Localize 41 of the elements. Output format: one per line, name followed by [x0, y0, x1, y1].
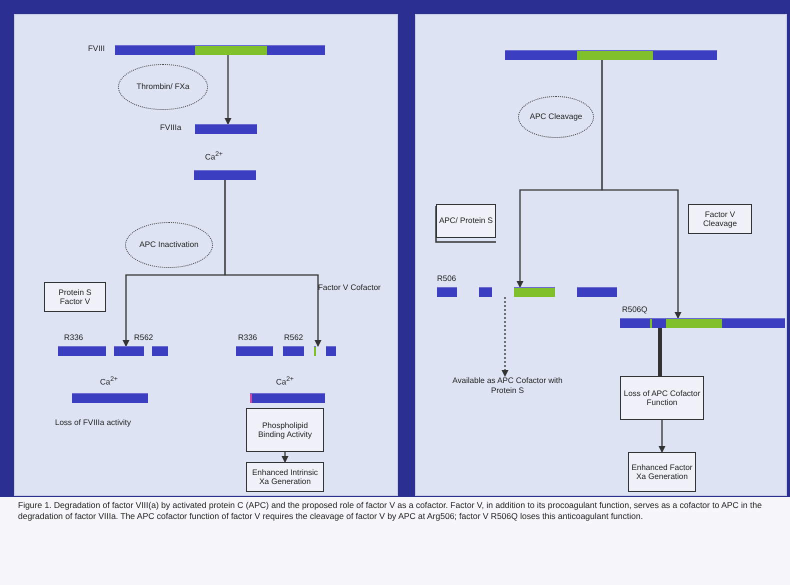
- protein-bar: [115, 45, 325, 55]
- arrow: [601, 60, 682, 319]
- outcome-box: APC/ Protein S: [436, 204, 496, 238]
- outcome-box: Enhanced Intrinsic Xa Generation: [246, 462, 324, 492]
- arrow: [502, 297, 508, 377]
- outcome-box: Factor V Cleavage: [688, 204, 752, 234]
- bar-label: R506Q: [622, 305, 648, 314]
- outcome-box: Phospholipid Binding Activity: [246, 408, 324, 452]
- protein-bar: [236, 346, 336, 356]
- protein-bar: [194, 170, 256, 180]
- outcome-box: Protein S Factor V: [44, 282, 106, 312]
- arrow: [224, 180, 322, 347]
- bar-label: FVIII: [88, 44, 105, 53]
- bar-label: R336: [64, 333, 84, 342]
- arrow: [282, 452, 288, 463]
- label: Factor V Cofactor: [318, 283, 381, 292]
- dotted-ellipse: APC Cleavage: [518, 96, 594, 138]
- bar-label: R336: [238, 333, 258, 342]
- outcome-box: Enhanced Factor Xa Generation: [628, 452, 696, 492]
- dotted-ellipse: APC Inactivation: [125, 222, 213, 268]
- protein-bar: [195, 124, 257, 134]
- label: Ca$^{2+}$: [205, 151, 223, 162]
- bar-label: R506: [437, 274, 456, 283]
- bar-label: R562: [134, 333, 154, 342]
- caption: Figure 1. Degradation of factor VIII(a) by activated protein C (APC) and the proposed role of factor V as a cofactor. Factor V, in addition to its procoagulant function, serves as a cofactor to APC in the degradation of factor VIIIa. The APC cofactor function of factor V requires the cleavage of factor V by APC at Arg506; factor V R506Q loses this anticoagulant function.: [18, 500, 763, 522]
- protein-bar: [505, 50, 717, 60]
- protein-bar: [72, 393, 148, 403]
- bar-label: FVIIIa: [160, 123, 182, 132]
- arrow: [224, 55, 232, 125]
- protein-bar: [250, 393, 325, 403]
- outcome-text: Available as APC Cofactor with Protein S: [440, 376, 575, 412]
- arrow: [658, 420, 666, 453]
- protein-bar: [58, 346, 168, 356]
- dotted-ellipse: Thrombin/ FXa: [118, 64, 208, 110]
- protein-bar: [620, 318, 785, 328]
- label: Loss of FVIIIa activity: [55, 418, 132, 427]
- protein-bar: [437, 287, 617, 297]
- bar-label: R562: [284, 333, 304, 342]
- label: Ca$^{2+}$: [100, 376, 118, 387]
- outcome-box: Loss of APC Cofactor Function: [620, 376, 704, 420]
- label: Ca$^{2+}$: [276, 376, 294, 387]
